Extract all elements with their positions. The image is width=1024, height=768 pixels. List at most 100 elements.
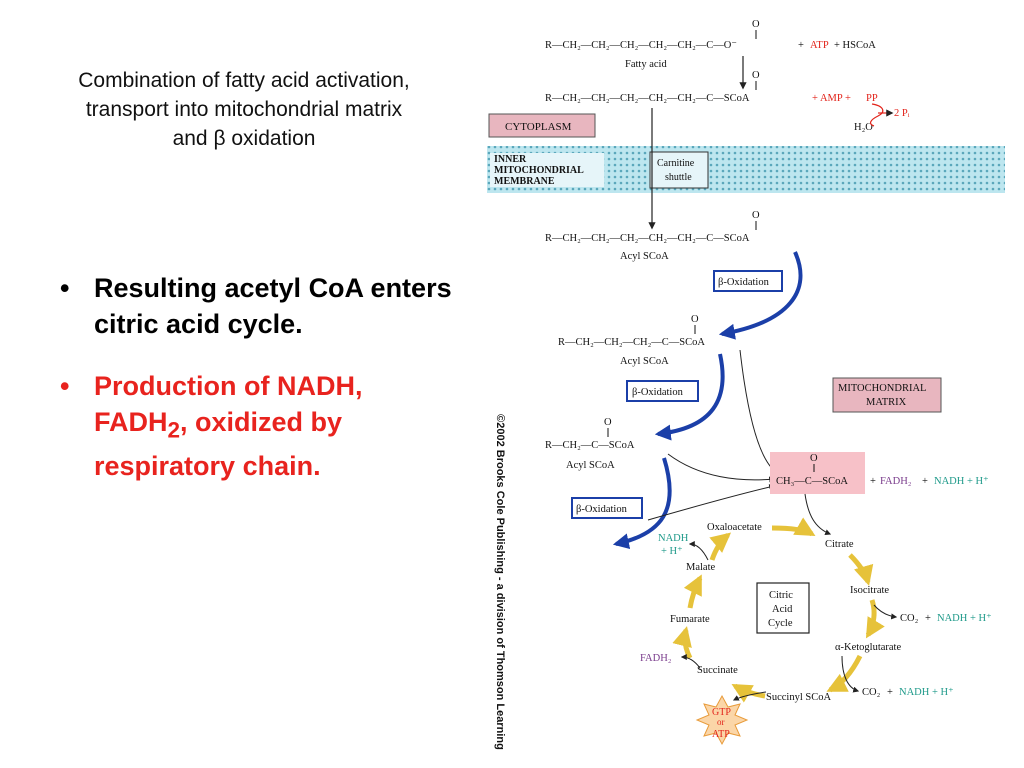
cycle-label-line3: Cycle	[768, 618, 793, 629]
arrow-succinate-fadh2	[680, 654, 701, 669]
succinate-label: Succinate	[697, 665, 738, 676]
fumarate-label: Fumarate	[670, 614, 710, 625]
bullet-list: • Resulting acetyl CoA enters citric acid…	[58, 270, 458, 510]
co2-label-2: CO₂	[862, 687, 881, 698]
acyl-scoa-label-3: Acyl SCoA	[566, 460, 615, 471]
acetyl-oxygen: O	[810, 453, 818, 464]
slide-title: Combination of fatty acid activation, tr…	[18, 66, 470, 153]
bullet-item-acetyl-coa: • Resulting acetyl CoA enters citric acid…	[58, 270, 458, 342]
arrow-to-acetyl-2	[667, 453, 776, 483]
h2o-label: H₂O	[854, 122, 873, 133]
cycle-arrow-isocitrate-ketoglutarate	[865, 599, 885, 639]
beta-oxidation-box-3: β-Oxidation	[571, 497, 643, 519]
formula-acyl-scoa-3: R—CH₂—C—SCoA	[545, 440, 635, 451]
hscoa-label: + HSCoA	[834, 40, 876, 51]
arrow-malate-nadh	[688, 541, 709, 561]
pp-label: PP	[866, 93, 878, 104]
bullet-dot: •	[60, 273, 70, 303]
gtp-atp-starburst	[695, 694, 749, 746]
malate-label: Malate	[686, 562, 715, 573]
cycle-arrow-malate-oxaloacetate	[709, 532, 732, 561]
title-line-3-prefix: and	[172, 127, 214, 150]
beta-oxidation-box-1: β-Oxidation	[713, 270, 783, 292]
acetyl-plus-2: +	[922, 476, 928, 487]
cycle-arrow-citrate-isocitrate	[848, 553, 874, 586]
amp-label: + AMP +	[812, 93, 851, 104]
bullet-subscript: 2	[167, 417, 181, 443]
citric-acid-cycle-box	[756, 582, 810, 634]
title-line-1: Combination of fatty acid activation,	[78, 69, 410, 92]
o-atom: O	[691, 314, 699, 325]
beta-arrow-1	[718, 251, 803, 340]
acetyl-coa-highlight	[770, 452, 865, 494]
pi-label: 2 Pᵢ	[894, 108, 910, 119]
cytoplasm-box	[488, 113, 596, 138]
nadh-label-2: NADH + H⁺	[937, 613, 992, 624]
isocitrate-label: Isocitrate	[850, 585, 889, 596]
cycle-label-line1: Citric	[769, 590, 793, 601]
title-line-3-suffix: oxidation	[225, 127, 316, 150]
o-atom: O	[752, 210, 760, 221]
bullet-text: Resulting acetyl CoA enters citric acid …	[94, 273, 452, 339]
beta-symbol: β	[213, 127, 226, 150]
carnitine-label: Carnitine	[657, 158, 695, 169]
atp-label: ATP	[810, 40, 829, 51]
arrow-to-acetyl-3	[647, 484, 776, 521]
beta-oxidation-label: β-Oxidation	[632, 387, 684, 398]
shuttle-label: shuttle	[665, 172, 692, 183]
cycle-label-line2: Acid	[772, 604, 793, 615]
acyl-scoa-label-1: Acyl SCoA	[620, 251, 669, 262]
formula-acyl-scoa-2: R—CH₂—CH₂—CH₂—C—SCoA	[558, 337, 705, 348]
acetyl-plus-1: +	[870, 476, 876, 487]
matrix-box	[832, 377, 942, 413]
atp-label-2: ATP	[712, 729, 730, 740]
bullet-text-part1: Production of NADH, FADH	[94, 371, 363, 437]
cycle-arrow-ketoglutarate-succinyl	[826, 654, 863, 693]
cycle-arrow-succinyl-succinate	[731, 683, 766, 703]
nadh-label-left: NADH	[658, 533, 689, 544]
or-label: or	[717, 717, 725, 727]
h-label-left: + H⁺	[661, 546, 683, 557]
beta-oxidation-box-2: β-Oxidation	[626, 380, 699, 402]
nadh-product: NADH + H⁺	[934, 476, 989, 487]
fadh2-product: FADH₂	[880, 476, 912, 487]
arrow-succinyl-gtp	[732, 691, 767, 701]
bullet-text-part2: , oxidized by respiratory chain.	[94, 407, 343, 482]
title-line-2: transport into mitochondrial matrix	[85, 98, 403, 121]
o-atom: O	[752, 70, 760, 81]
o-atom: O	[752, 19, 760, 30]
cycle-arrow-succinate-fumarate	[672, 626, 693, 660]
plus-sign: +	[887, 687, 893, 698]
co2-label-1: CO₂	[900, 613, 919, 624]
ketoglutarate-label: α-Ketoglutarate	[835, 642, 901, 653]
cycle-arrow-oxaloacetate-citrate	[771, 517, 816, 537]
matrix-label-line1: MITOCHONDRIAL	[838, 383, 926, 394]
beta-arrow-3	[612, 457, 672, 550]
membrane-label-line3: MEMBRANE	[494, 176, 555, 187]
acetyl-coa-formula: CH₃—C—SCoA	[776, 476, 848, 487]
arrow-acetyl-to-citrate	[804, 493, 832, 535]
beta-oxidation-label: β-Oxidation	[718, 277, 770, 288]
fadh2-label-left: FADH₂	[640, 653, 672, 664]
membrane-label-line1: INNER	[494, 154, 527, 165]
bullet-item-nadh-fadh2: • Production of NADH, FADH2, oxidized by …	[58, 368, 458, 484]
beta-oxidation-label: β-Oxidation	[576, 504, 628, 515]
oxaloacetate-label: Oxaloacetate	[707, 522, 762, 533]
nadh-label-3: NADH + H⁺	[899, 687, 954, 698]
carnitine-shuttle-box	[649, 151, 709, 189]
title-line-3: and β oxidation	[18, 124, 470, 153]
matrix-label-line2: MATRIX	[866, 397, 907, 408]
gtp-label: GTP	[712, 707, 731, 718]
cycle-arrow-fumarate-malate	[683, 574, 703, 609]
arrow-pp-hydrolysis	[869, 103, 884, 127]
succinyl-scoa-label: Succinyl SCoA	[766, 692, 831, 703]
cytoplasm-label: CYTOPLASM	[505, 121, 572, 133]
membrane-label-line2: MITOCHONDRIAL	[494, 165, 584, 176]
membrane-label-box	[490, 153, 604, 187]
formula-fatty-acid: R—CH₂—CH₂—CH₂—CH₂—CH₂—C—O⁻	[545, 40, 737, 51]
citrate-label: Citrate	[825, 539, 854, 550]
fatty-acid-label: Fatty acid	[625, 59, 667, 70]
beta-arrow-2	[654, 353, 725, 441]
bullet-dot: •	[60, 371, 70, 401]
